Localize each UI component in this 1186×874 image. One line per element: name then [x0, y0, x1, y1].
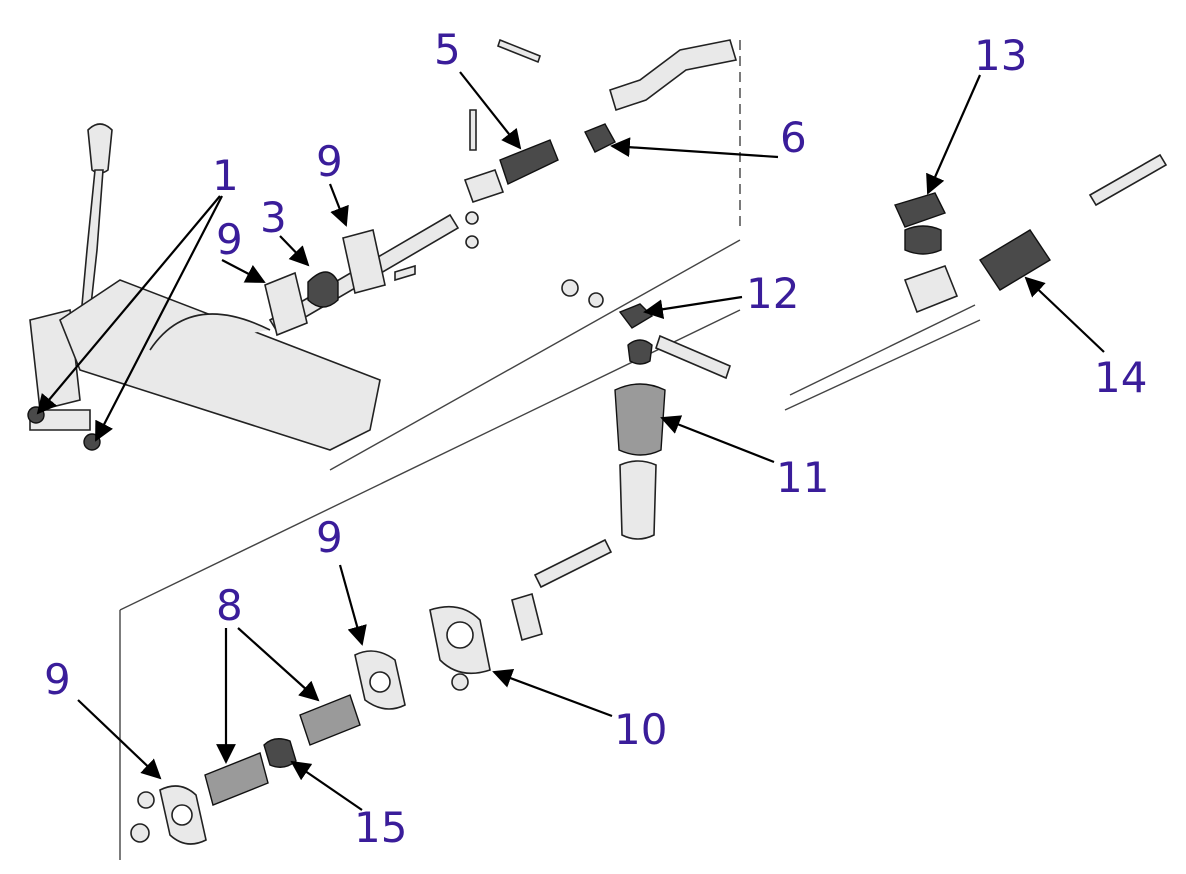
label-9-lower: 9	[316, 513, 343, 562]
callout-labels: 1 3 5 6 8 9 9 9 9 10 11 12 13 14 15	[44, 25, 1147, 852]
arrow-1a	[36, 195, 221, 415]
label-6: 6	[780, 113, 807, 162]
upper-linkage	[463, 38, 738, 249]
arrow-3	[279, 235, 310, 267]
middle-linkage	[561, 279, 731, 540]
lower-assembly	[130, 538, 613, 845]
label-9-bottom: 9	[44, 655, 71, 704]
arrow-9-left	[221, 259, 266, 283]
label-9-left: 9	[216, 215, 243, 264]
arrow-10	[492, 668, 613, 718]
arrow-12	[643, 295, 743, 320]
label-5: 5	[434, 25, 461, 74]
label-13: 13	[974, 31, 1027, 80]
label-10: 10	[614, 705, 667, 754]
arrow-11	[660, 415, 775, 464]
label-9-shaft: 9	[316, 137, 343, 186]
arrow-9-shaft	[328, 183, 349, 227]
arrow-14	[1024, 276, 1105, 353]
arrow-1b	[95, 195, 223, 442]
arrow-15	[290, 760, 363, 811]
arrow-8b	[237, 627, 320, 702]
cable-assembly	[894, 153, 1168, 314]
gear-lever-assembly	[27, 123, 381, 451]
arrow-9-bottom	[77, 699, 162, 780]
label-11: 11	[776, 453, 829, 502]
label-8: 8	[216, 581, 243, 630]
label-15: 15	[354, 803, 407, 852]
shift-shaft-assembly	[264, 213, 460, 337]
label-1: 1	[212, 151, 239, 200]
label-14: 14	[1094, 353, 1147, 402]
arrow-5	[459, 71, 522, 150]
label-12: 12	[746, 269, 799, 318]
arrow-9-lower	[338, 564, 367, 646]
label-3: 3	[260, 193, 287, 242]
arrow-13	[926, 74, 982, 195]
arrow-6	[610, 137, 779, 159]
leader-arrows	[36, 71, 1105, 811]
